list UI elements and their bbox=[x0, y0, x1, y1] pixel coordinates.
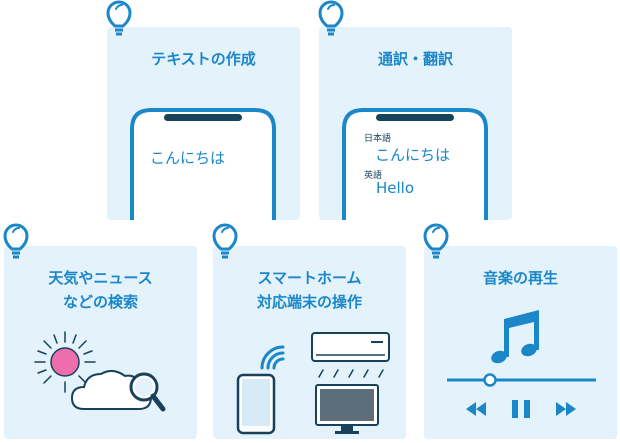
wifi-icon bbox=[260, 345, 285, 370]
target-language-label: 英語 bbox=[364, 171, 383, 181]
card-title: 天気やニュース bbox=[48, 269, 153, 287]
sun-icon bbox=[34, 331, 96, 393]
smart-home-illustration bbox=[236, 332, 390, 435]
lightbulb-icon bbox=[212, 223, 238, 259]
lightbulb-icon bbox=[318, 0, 344, 36]
card-smart-home: スマートホーム 対応端末の操作 bbox=[213, 246, 406, 439]
music-note-icon bbox=[491, 310, 539, 364]
source-text: こんにちは bbox=[375, 146, 451, 164]
rewind-icon[interactable] bbox=[466, 402, 486, 416]
card-title: スマートホーム bbox=[257, 269, 362, 287]
card-translation: 通訳・翻訳 日本語 こんにちは 英語 Hello bbox=[319, 27, 512, 220]
card-title-line-2: などの検索 bbox=[62, 293, 138, 311]
card-music: 音楽の再生 bbox=[424, 246, 617, 439]
lightbulb-icon bbox=[106, 0, 132, 36]
lightbulb-icon bbox=[423, 223, 449, 259]
card-weather-news: 天気やニュース などの検索 bbox=[4, 246, 197, 439]
target-text: Hello bbox=[376, 179, 415, 197]
card-title: テキストの作成 bbox=[151, 50, 256, 68]
card-text-creation: テキストの作成 こんにちは bbox=[107, 27, 300, 220]
phone-icon bbox=[130, 108, 276, 220]
phone-greeting-text: こんにちは bbox=[150, 149, 226, 167]
card-title: 通訳・翻訳 bbox=[377, 50, 453, 68]
lightbulb-icon bbox=[3, 223, 29, 259]
air-conditioner-icon bbox=[311, 332, 390, 378]
smartphone-icon bbox=[236, 373, 276, 435]
magnifier-icon bbox=[129, 372, 166, 412]
phone-icon bbox=[342, 108, 488, 220]
source-language-label: 日本語 bbox=[364, 134, 392, 144]
card-title: 音楽の再生 bbox=[482, 269, 558, 287]
weather-illustration bbox=[34, 331, 166, 412]
progress-slider[interactable] bbox=[447, 373, 596, 387]
tv-icon bbox=[315, 384, 379, 434]
pause-icon[interactable] bbox=[512, 400, 530, 418]
music-illustration bbox=[447, 310, 596, 418]
card-title-line-2: 対応端末の操作 bbox=[256, 293, 362, 311]
fast-forward-icon[interactable] bbox=[556, 402, 576, 416]
